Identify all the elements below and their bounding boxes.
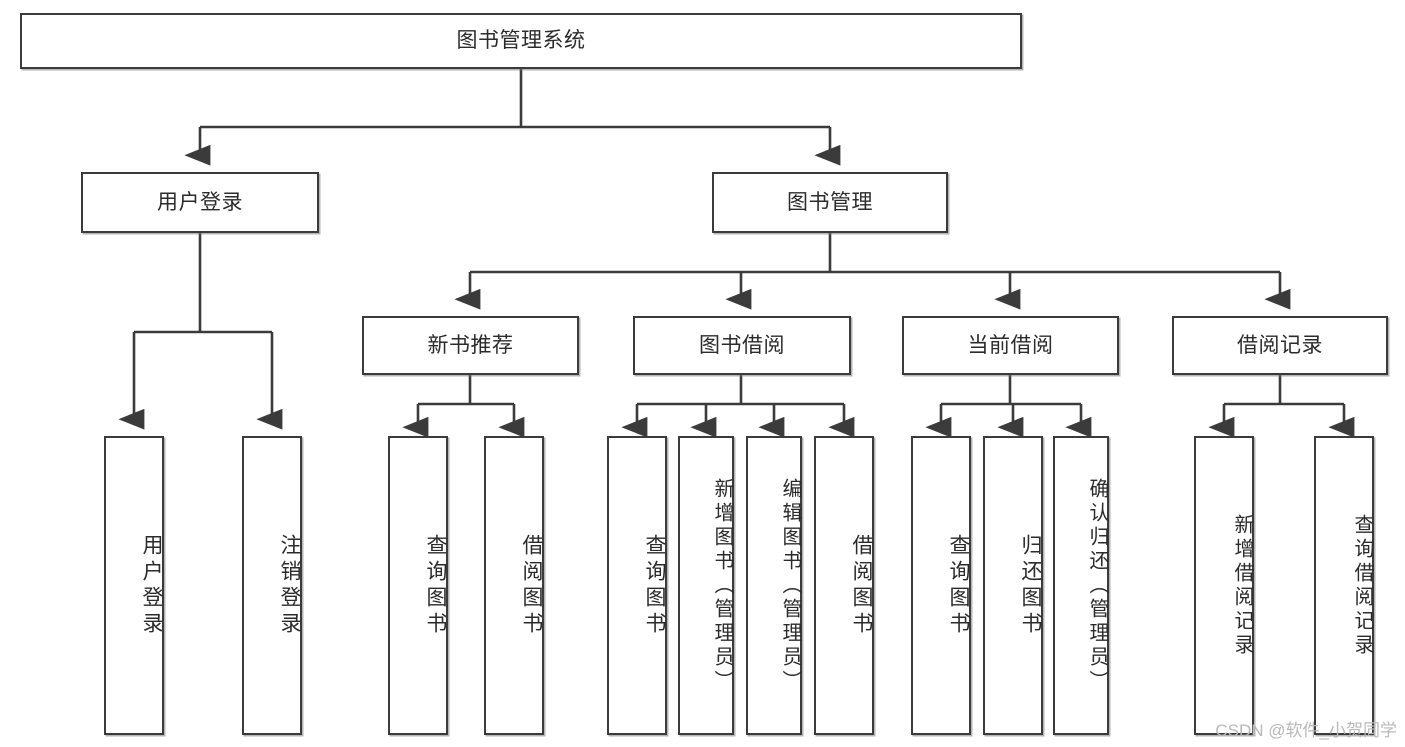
node-leaf-return-book[interactable]: 归还图书	[983, 436, 1043, 735]
node-leaf-borrow-book-2[interactable]: 借阅图书	[814, 436, 874, 735]
node-book-borrow[interactable]: 图书借阅	[633, 316, 851, 375]
node-book-manage[interactable]: 图书管理	[712, 172, 948, 233]
node-leaf-confirm-return[interactable]: 确认归还（管理员）	[1053, 436, 1109, 735]
node-leaf-borrow-book-1[interactable]: 借阅图书	[484, 436, 544, 735]
node-root[interactable]: 图书管理系统	[20, 13, 1022, 69]
node-leaf-query-book-2[interactable]: 查询图书	[607, 436, 667, 735]
node-leaf-query-book-3[interactable]: 查询图书	[911, 436, 971, 735]
node-leaf-add-record[interactable]: 新增借阅记录	[1194, 436, 1254, 735]
node-leaf-edit-book[interactable]: 编辑图书（管理员）	[746, 436, 802, 735]
node-current-borrow[interactable]: 当前借阅	[902, 316, 1119, 375]
node-leaf-add-book[interactable]: 新增图书（管理员）	[678, 436, 734, 735]
node-user-login[interactable]: 用户登录	[81, 172, 319, 233]
node-new-book-recommend[interactable]: 新书推荐	[362, 316, 579, 375]
node-leaf-query-book-1[interactable]: 查询图书	[388, 436, 448, 735]
node-borrow-record[interactable]: 借阅记录	[1172, 316, 1388, 375]
csdn-watermark: CSDN @软件_小贺同学	[1215, 721, 1397, 740]
node-leaf-query-record[interactable]: 查询借阅记录	[1314, 436, 1374, 735]
node-leaf-logout[interactable]: 注销登录	[242, 436, 302, 735]
node-leaf-user-login[interactable]: 用户登录	[104, 436, 164, 735]
